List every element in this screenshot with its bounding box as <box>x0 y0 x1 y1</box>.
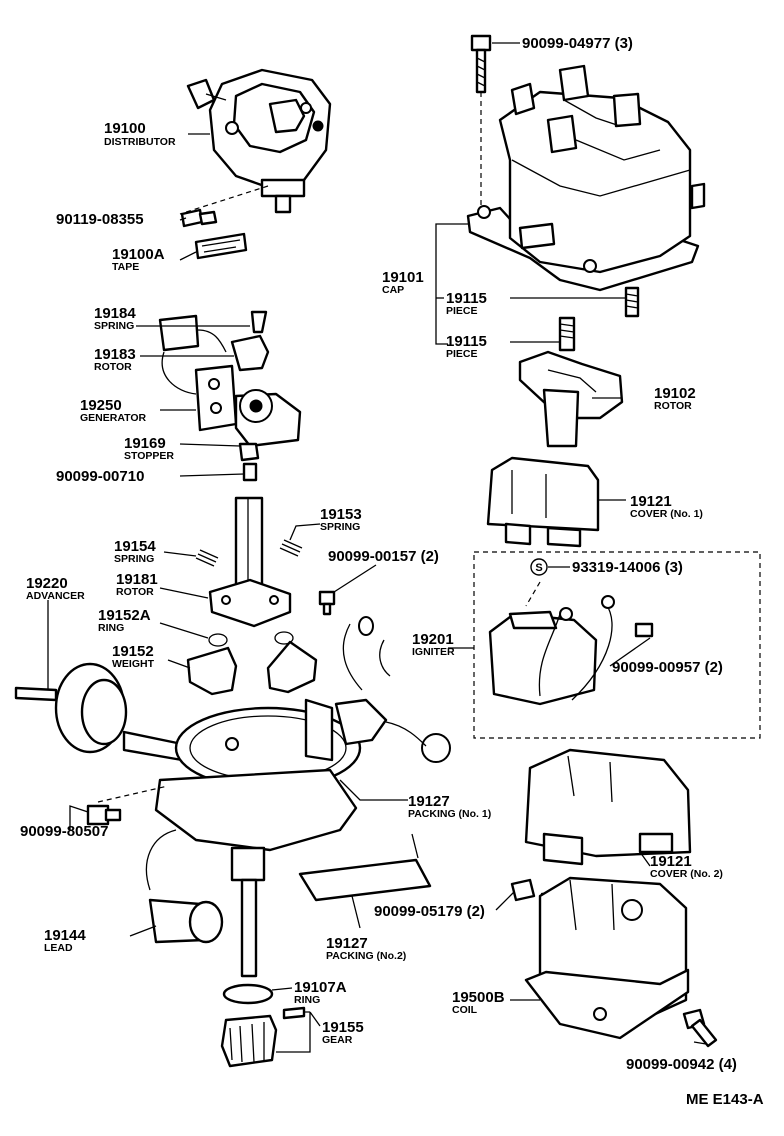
piece-spring-icon <box>558 316 576 352</box>
part-name: SPRING <box>114 553 154 565</box>
part-name: STOPPER <box>124 450 174 462</box>
part-number: 19121 <box>630 493 672 510</box>
part-name: GEAR <box>322 1034 353 1046</box>
part-number: 90119-08355 <box>56 211 144 228</box>
part-number: 19102 <box>654 385 696 402</box>
part-name: PIECE <box>446 348 478 360</box>
part-number: 19184 <box>94 305 136 322</box>
part-number: 19169 <box>124 435 166 452</box>
screw-icon <box>242 462 258 482</box>
part-name: LEAD <box>44 942 73 954</box>
part-number: 90099-05179 (2) <box>374 903 485 920</box>
part-name: PACKING (No. 1) <box>408 808 491 820</box>
part-name: GENERATOR <box>80 412 147 424</box>
part-number: 19127 <box>326 935 368 952</box>
part-number: 19127 <box>408 793 450 810</box>
distributor-assembly-icon <box>186 68 332 214</box>
part-number: 19115 <box>446 290 487 307</box>
igniter-icon <box>488 595 654 706</box>
s-mark: S <box>535 562 542 574</box>
part-name: CAP <box>382 284 404 296</box>
part-number: 90099-00957 (2) <box>612 659 723 676</box>
ring-icon <box>208 631 294 647</box>
part-number: 19500B <box>452 989 505 1006</box>
part-number: 90099-00157 (2) <box>328 548 439 565</box>
screw-icon <box>318 590 336 616</box>
rotor-icon <box>518 350 624 448</box>
part-name: SPRING <box>94 320 134 332</box>
diagram-code: ME E143-A <box>686 1091 764 1108</box>
part-number: 19201 <box>412 631 454 648</box>
part-name: PACKING (No.2) <box>326 950 406 962</box>
part-name: ROTOR <box>116 586 154 598</box>
part-name: COVER (No. 1) <box>630 508 703 520</box>
part-name: SPRING <box>320 521 360 533</box>
pickup-generator-icon <box>158 314 302 448</box>
part-number: 19100 <box>104 120 146 137</box>
part-number: 90099-00710 <box>56 468 144 485</box>
bolt-icon <box>86 804 122 826</box>
packing-icon <box>298 833 432 902</box>
cap-screw-icon <box>470 34 492 94</box>
part-name: RING <box>98 622 124 634</box>
part-name: RING <box>294 994 320 1006</box>
bolt-icon <box>682 1008 718 1048</box>
cover-no1-icon <box>486 456 600 548</box>
part-name: PIECE <box>446 305 478 317</box>
part-name: DISTRIBUTOR <box>104 136 176 148</box>
part-number: 90099-80507 <box>20 823 108 840</box>
part-number: 19155 <box>322 1019 364 1036</box>
lead-connector-icon <box>145 829 224 944</box>
part-name: ADVANCER <box>26 590 85 602</box>
distributor-housing-icon <box>154 698 451 978</box>
part-number: 93319-14006 (3) <box>572 559 683 576</box>
part-number: 19121 <box>650 853 692 870</box>
tape-icon <box>194 232 248 260</box>
part-number: 19153 <box>320 506 362 523</box>
part-name: COIL <box>452 1004 478 1016</box>
part-number: 19154 <box>114 538 156 555</box>
stopper-icon <box>238 442 260 462</box>
part-number: 19115 <box>446 333 487 350</box>
part-name: TAPE <box>112 261 139 273</box>
part-number: 19183 <box>94 346 136 363</box>
signal-rotor-icon <box>230 310 270 372</box>
coil-icon <box>524 876 690 1040</box>
piece-spring-icon <box>624 286 640 318</box>
part-number: 19220 <box>26 575 68 592</box>
part-number: 19152 <box>112 643 154 660</box>
o-ring-icon <box>222 983 274 1005</box>
part-number: 19250 <box>80 397 122 414</box>
distributor-cap-icon <box>466 64 706 292</box>
part-number: 90099-00942 (4) <box>626 1056 737 1073</box>
part-number: 90099-04977 (3) <box>522 35 633 52</box>
part-name: ROTOR <box>654 400 692 412</box>
part-number: 19107A <box>294 979 347 996</box>
part-name: ROTOR <box>94 361 132 373</box>
part-number: 19181 <box>116 571 158 588</box>
advancer-icon <box>14 662 184 762</box>
part-number: 19144 <box>44 927 86 944</box>
gear-icon <box>220 1006 306 1068</box>
governor-shaft-icon <box>195 496 303 628</box>
cover-no2-icon <box>524 748 692 866</box>
part-number: 19101 <box>382 269 424 286</box>
part-name: COVER (No. 2) <box>650 868 723 880</box>
part-number: 19152A <box>98 607 151 624</box>
part-name: IGNITER <box>412 646 455 658</box>
part-number: 19100A <box>112 246 165 263</box>
bolt-icon <box>180 208 218 228</box>
part-name: WEIGHT <box>112 658 155 670</box>
weight-icon <box>186 640 318 696</box>
